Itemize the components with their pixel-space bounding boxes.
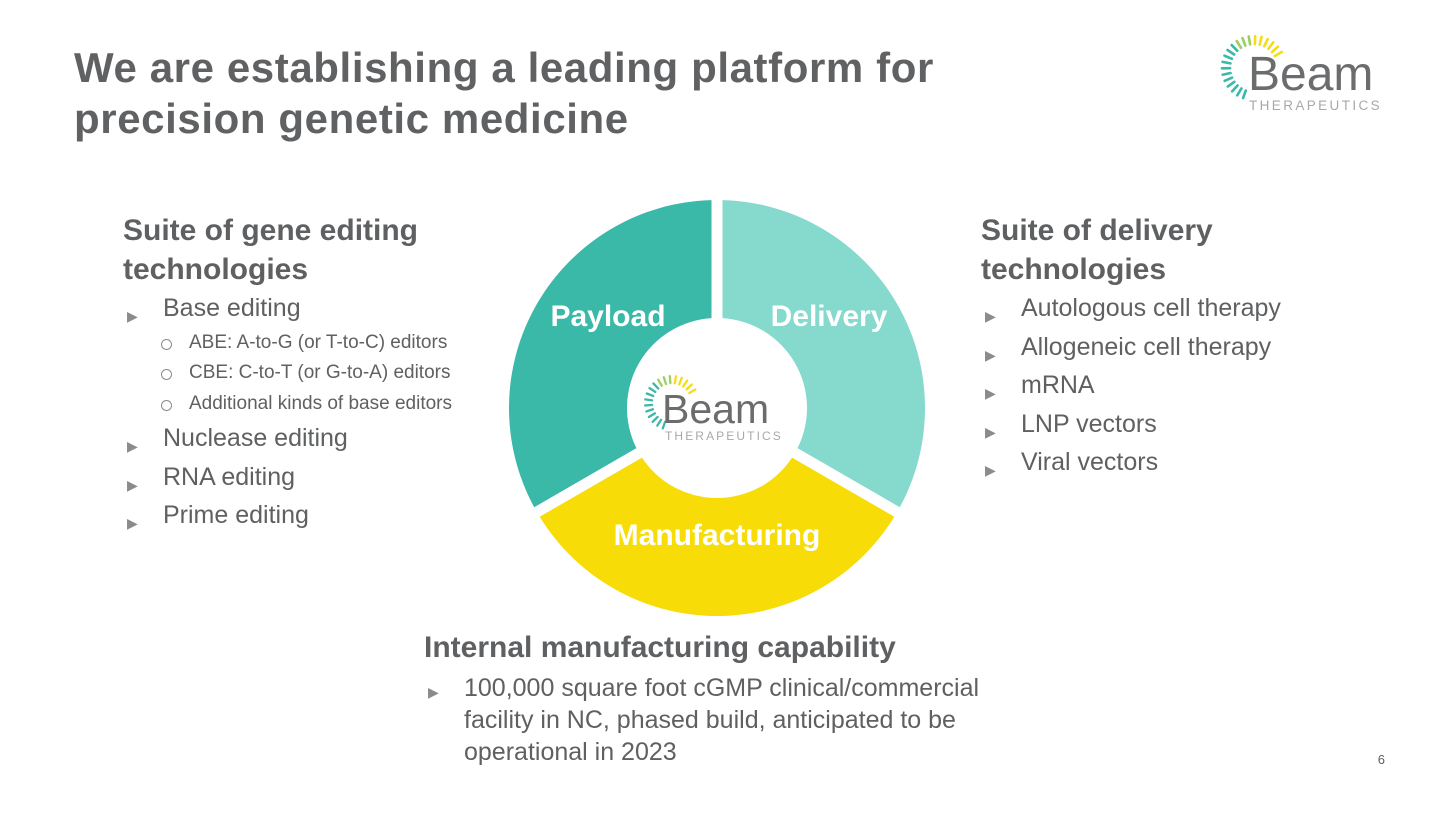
triangle-bullet-icon: ▶ bbox=[428, 683, 439, 700]
payload-label: Payload bbox=[550, 300, 665, 333]
logo-ray bbox=[1230, 84, 1239, 93]
logo-ray bbox=[1230, 43, 1239, 53]
center-logo-sub: THERAPEUTICS bbox=[665, 429, 783, 443]
logo-ray bbox=[1221, 60, 1232, 65]
logo-word: Beam bbox=[1248, 48, 1373, 101]
logo-ray bbox=[652, 382, 660, 390]
logo-ray bbox=[1223, 76, 1234, 83]
logo-ray bbox=[647, 412, 657, 419]
triangle-bullet-icon: ▶ bbox=[985, 385, 996, 401]
gene-editing-section: Suite of gene editing technologies ▶Base… bbox=[123, 212, 513, 535]
logo-ray bbox=[656, 418, 663, 427]
delivery-list: ▶Autologous cell therapy ▶Allogeneic cel… bbox=[981, 289, 1381, 482]
circle-bullet-icon bbox=[161, 338, 172, 350]
list-item: ▶RNA editing bbox=[123, 458, 513, 497]
circle-bullet-icon bbox=[161, 369, 172, 380]
triangle-bullet-icon: ▶ bbox=[127, 476, 138, 493]
logo-ray bbox=[1235, 87, 1243, 97]
sub-list-item: Additional kinds of base editors bbox=[123, 389, 513, 420]
logo-ray bbox=[662, 376, 668, 386]
logo-ray bbox=[1270, 45, 1280, 54]
logo-ray bbox=[1226, 48, 1236, 56]
manufacturing-section: Internal manufacturing capability ▶100,0… bbox=[424, 629, 1044, 768]
circle-bullet-icon bbox=[161, 399, 172, 411]
triangle-bullet-icon: ▶ bbox=[127, 515, 138, 531]
logo-ray bbox=[651, 415, 659, 423]
logo-ray bbox=[1262, 37, 1269, 48]
list-item: ▶100,000 square foot cGMP clinical/comme… bbox=[428, 673, 980, 766]
logo-ray bbox=[648, 386, 657, 394]
logo-ray bbox=[1241, 36, 1247, 47]
logo-ray bbox=[645, 392, 655, 398]
gene-editing-heading: Suite of gene editing technologies bbox=[123, 214, 419, 286]
manufacturing-segment bbox=[539, 457, 895, 616]
logo-ray bbox=[1273, 50, 1284, 58]
base-editing-sublist: ABE: A-to-G (or T-to-C) editors CBE: C-t… bbox=[123, 328, 513, 420]
triangle-bullet-icon: ▶ bbox=[985, 346, 996, 363]
manufacturing-list: ▶100,000 square foot cGMP clinical/comme… bbox=[424, 672, 1044, 768]
logo-ray bbox=[1235, 39, 1243, 50]
triangle-bullet-icon: ▶ bbox=[985, 308, 996, 324]
sub-list-item: ABE: A-to-G (or T-to-C) editors bbox=[123, 328, 513, 359]
logo-ray bbox=[1223, 54, 1234, 61]
logo-ray bbox=[645, 408, 655, 413]
manufacturing-label: Manufacturing bbox=[614, 519, 821, 552]
delivery-segment bbox=[722, 200, 926, 508]
triangle-bullet-icon: ▶ bbox=[127, 438, 138, 454]
logo-ray bbox=[1258, 35, 1263, 46]
beam-logo: Beam THERAPEUTICS bbox=[1220, 34, 1382, 113]
logo-ray bbox=[1221, 71, 1232, 77]
logo-ray bbox=[673, 375, 678, 385]
logo-ray bbox=[1247, 35, 1252, 46]
logo-ray bbox=[668, 374, 672, 385]
center-logo-word: Beam bbox=[662, 386, 769, 432]
list-item: ▶Prime editing bbox=[123, 496, 513, 535]
logo-ray bbox=[644, 398, 654, 402]
logo-burst-icon bbox=[1220, 34, 1284, 100]
manufacturing-heading: Internal manufacturing capability bbox=[424, 631, 896, 664]
list-item: ▶Autologous cell therapy bbox=[981, 289, 1381, 328]
logo-ray bbox=[657, 378, 663, 387]
triangle-bullet-icon: ▶ bbox=[127, 308, 138, 324]
logo-ray bbox=[678, 376, 683, 386]
page-title: We are establishing a leading platform f… bbox=[74, 44, 934, 142]
payload-segment bbox=[508, 200, 712, 508]
list-item: ▶Nuclease editing bbox=[123, 419, 513, 458]
list-item: ▶Viral vectors bbox=[981, 443, 1381, 482]
center-logo: Beam THERAPEUTICS bbox=[643, 374, 783, 443]
logo-ray bbox=[643, 403, 654, 407]
list-item: ▶LNP vectors bbox=[981, 405, 1381, 444]
logo-sub: THERAPEUTICS bbox=[1249, 98, 1382, 113]
list-item: ▶Allogeneic cell therapy bbox=[981, 328, 1381, 367]
logo-ray bbox=[1241, 89, 1248, 100]
triangle-bullet-icon: ▶ bbox=[985, 462, 996, 478]
delivery-section: Suite of delivery technologies ▶Autologo… bbox=[981, 212, 1381, 482]
delivery-heading: Suite of delivery technologies bbox=[981, 214, 1213, 286]
logo-ray bbox=[1267, 41, 1275, 51]
sub-list-container: ABE: A-to-G (or T-to-C) editors CBE: C-t… bbox=[123, 328, 513, 420]
page-number: 6 bbox=[1377, 752, 1385, 767]
list-item: ▶mRNA bbox=[981, 366, 1381, 405]
list-item: ▶Base editing bbox=[123, 289, 513, 328]
triangle-bullet-icon: ▶ bbox=[985, 423, 996, 440]
logo-ray bbox=[1226, 80, 1236, 88]
delivery-label: Delivery bbox=[771, 300, 888, 333]
gene-editing-list: ▶Base editing ABE: A-to-G (or T-to-C) ed… bbox=[123, 289, 513, 535]
sub-list-item: CBE: C-to-T (or G-to-A) editors bbox=[123, 358, 513, 389]
